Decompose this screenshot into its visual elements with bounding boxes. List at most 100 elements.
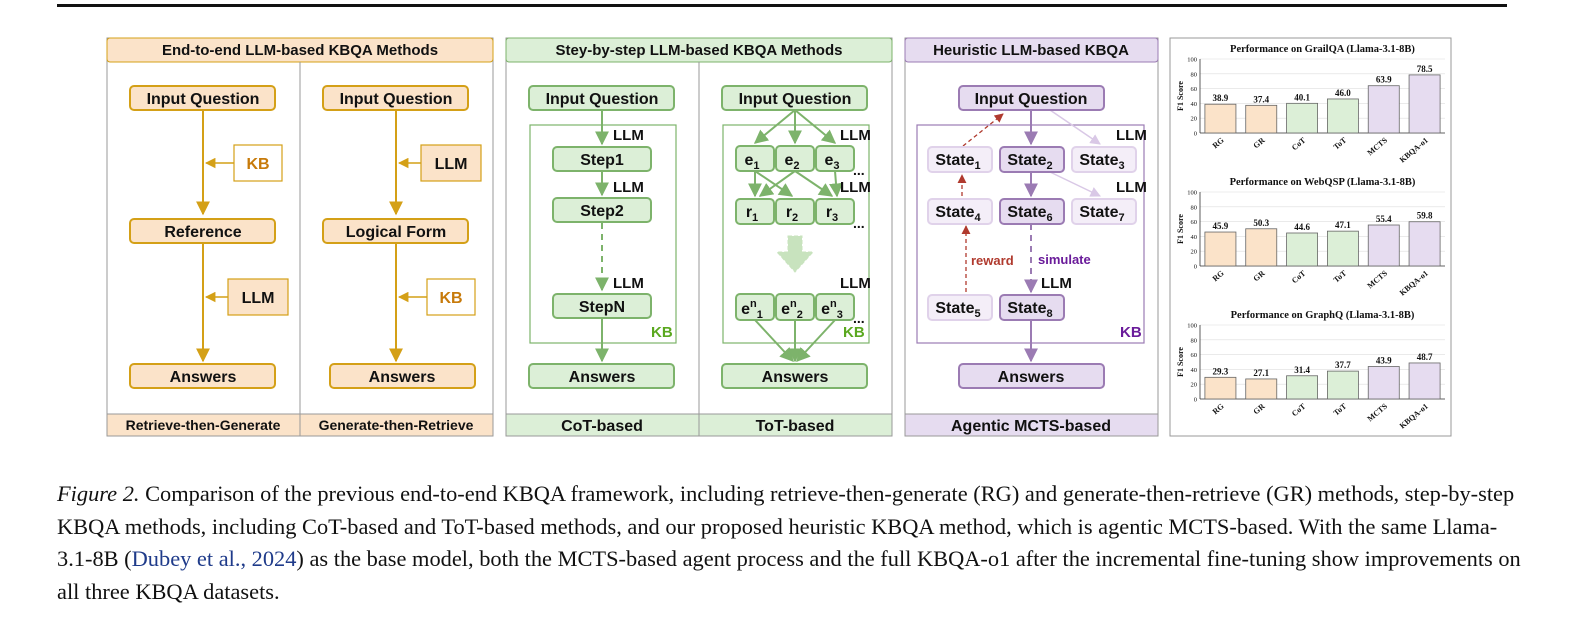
bar: [1327, 98, 1359, 134]
rg-kb-text: KB: [246, 156, 269, 173]
bar: [1204, 103, 1237, 134]
cot-label: CoT-based: [561, 418, 643, 435]
data-label: 31.4: [1294, 365, 1310, 375]
mcts-input-box: [958, 85, 1105, 111]
gr-llm-box: [420, 144, 482, 182]
bar: [1367, 366, 1400, 400]
cot-step1-box: [552, 146, 652, 172]
arrow: [1049, 171, 1101, 197]
state-node-8-text: State8: [1007, 300, 1052, 320]
rg-llm-box: [227, 278, 289, 316]
state-node-7-text: State7: [1079, 204, 1124, 224]
bar: [1408, 74, 1441, 134]
arrow: [758, 170, 796, 197]
cot-input-text: Input Question: [546, 91, 659, 108]
data-label: 46.0: [1335, 88, 1351, 98]
data-label: 29.3: [1213, 366, 1229, 376]
bar: [1286, 102, 1318, 134]
arrow: [754, 319, 794, 363]
y-tick-label: 100: [1187, 323, 1197, 330]
mcts-label-bar: [904, 413, 1159, 437]
rg-input-text: Input Question: [147, 91, 260, 108]
rg-kb-box: [233, 144, 283, 182]
caption-text: ) as the base model, both the MCTS-based…: [57, 546, 1521, 604]
state-node-5-text: State5: [935, 300, 980, 320]
tot-label-bar: [698, 413, 893, 437]
gr-input-box: [322, 85, 469, 111]
tot-node-r2-text: r2: [786, 204, 798, 224]
data-label: 47.1: [1335, 220, 1351, 230]
panel-title: Heuristic LLM-based KBQA: [933, 42, 1129, 59]
arrow: [1049, 109, 1101, 145]
bar: [1245, 378, 1278, 400]
y-tick-label: 80: [1191, 204, 1198, 211]
rg-label: Retrieve-then-Generate: [126, 417, 281, 433]
cot-answers-box: [528, 363, 675, 389]
tot-node-en2: [775, 293, 815, 321]
rg-input-box: [129, 85, 276, 111]
tot-node-e2: [775, 145, 815, 172]
y-tick-label: 60: [1191, 86, 1198, 93]
y-axis-label: F1 Score: [1176, 347, 1185, 377]
figure-caption: Figure 2. Comparison of the previous end…: [57, 478, 1527, 608]
y-tick-label: 20: [1191, 249, 1198, 256]
data-label: 38.9: [1213, 93, 1229, 103]
panel-heuristic: Heuristic LLM-based KBQA Agentic MCTS-ba…: [904, 37, 1159, 437]
data-label: 27.1: [1253, 368, 1269, 378]
state-node-2-text: State2: [1007, 152, 1052, 172]
gr-logical-form-text: Logical Form: [346, 224, 446, 241]
gr-label-bar: [299, 413, 494, 437]
tot-answers-text: Answers: [762, 369, 829, 386]
y-tick-label: 40: [1191, 101, 1198, 108]
y-tick-label: 60: [1191, 352, 1198, 359]
rg-answers-box: [129, 363, 276, 389]
mcts-answers-text: Answers: [998, 369, 1065, 386]
tot-node-en1: [735, 293, 775, 321]
state-node-3: [1071, 146, 1137, 173]
bar: [1408, 221, 1441, 267]
y-axis-label: F1 Score: [1176, 81, 1185, 111]
bar: [1286, 232, 1318, 267]
gr-label: Generate-then-Retrieve: [319, 417, 474, 433]
bar: [1408, 362, 1441, 400]
tot-node-r3-text: r3: [826, 204, 838, 224]
state-node-6-text: State6: [1007, 204, 1052, 224]
tot-node-e3: [815, 145, 855, 172]
data-label: 40.1: [1294, 92, 1310, 102]
panel-title: Stey-by-step LLM-based KBQA Methods: [556, 42, 843, 59]
tot-label: ToT-based: [756, 418, 835, 435]
state-node-2: [999, 146, 1065, 173]
mcts-llm-label: LLM: [1041, 275, 1072, 292]
tot-llm-label: LLM: [840, 127, 871, 144]
performance-charts: Performance on GrailQA (Llama-3.1-8B) F1 …: [1176, 44, 1445, 431]
bar: [1327, 370, 1359, 400]
state-node-5: [927, 294, 993, 321]
arrow: [794, 170, 834, 197]
cot-step2-box: [552, 197, 652, 223]
state-node-3-text: State3: [1079, 152, 1124, 172]
rg-answers-text: Answers: [170, 369, 237, 386]
tot-node-en3: [815, 293, 855, 321]
y-tick-label: 100: [1187, 57, 1197, 64]
big-dashed-arrow: [775, 235, 815, 273]
cot-step2-text: Step2: [580, 203, 624, 220]
tot-node-en3-text: en3: [821, 298, 843, 321]
cot-llm-label: LLM: [613, 127, 644, 144]
gr-answers-text: Answers: [369, 369, 436, 386]
bar: [1327, 230, 1359, 267]
y-tick-label: 40: [1191, 234, 1198, 241]
reward-label: reward: [971, 253, 1014, 268]
cot-stepn-text: StepN: [579, 299, 625, 316]
data-label: 48.7: [1417, 352, 1433, 362]
bar: [1367, 85, 1400, 134]
citation-link[interactable]: Dubey et al., 2024: [131, 546, 297, 571]
bar: [1245, 104, 1278, 134]
tot-node-e2-text: e2: [784, 152, 799, 172]
reward-arrow: [962, 113, 1004, 147]
tot-node-en2-text: en2: [781, 298, 803, 321]
chart-title: Performance on GrailQA (Llama-3.1-8B): [1230, 44, 1415, 55]
cot-answers-text: Answers: [569, 369, 636, 386]
tot-node-r3: [815, 198, 855, 225]
y-axis-label: F1 Score: [1176, 214, 1185, 244]
top-rule: [57, 4, 1507, 7]
